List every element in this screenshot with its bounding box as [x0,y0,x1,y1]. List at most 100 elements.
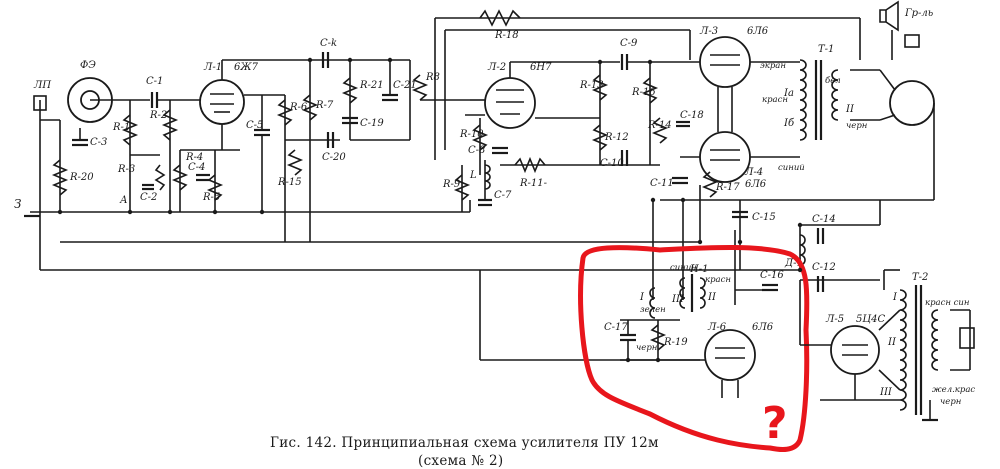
label-l6: Л-6 [707,322,727,333]
label-krasn2: красн [705,275,731,285]
label-l6-type: 6Л6 [752,322,774,333]
label-ground: З [14,197,21,211]
label-chern3: черн [940,397,961,407]
label-c4: С-4 [188,162,205,173]
label-krasn: красн [762,95,788,105]
label-r21: R-21 [359,80,384,91]
label-l1: Л-1 [203,62,222,73]
label-l2: Л-2 [487,62,506,73]
resistor-r5 [206,174,224,201]
question-mark: ? [762,398,788,449]
t1-primary [799,59,807,141]
resistor-r17 [701,171,719,198]
resistor-r14 [651,117,669,144]
label-r6: R-6 [289,102,308,113]
caption-line-1: Гис. 142. Принципиальная схема усилителя… [270,435,659,451]
t2-secondary [899,289,907,411]
t2-primary [931,309,939,371]
resistor-r11 [514,156,546,174]
label-ekran: экран [760,61,786,71]
resistor-r21 [341,77,359,104]
label-t2-w2: II [887,337,897,348]
label-krasn-sin: красн син [925,298,969,308]
label-c7: С-7 [494,190,512,201]
tube-l6 [704,329,756,381]
label-l4-type: 6Л6 [745,179,767,190]
resistor-r18 [479,9,521,27]
resistor-r10 [471,124,489,151]
l5-to-t2-2 [878,369,901,391]
t1-secondary [831,69,839,121]
label-n1-w3: II [707,292,717,303]
label-r14: R-14 [647,120,672,131]
label-t2: Т-2 [912,272,928,283]
red-highlight-outline [578,245,810,453]
label-n1-w2: III [671,294,685,305]
resistor-r1 [121,114,139,146]
label-c16: С-16 [760,270,784,281]
label-r12: R-12 [604,132,629,143]
label-r17: R-17 [715,182,740,193]
label-t2-w1: I [892,292,898,303]
label-c8: С-8 [468,145,485,156]
tube-l3 [699,36,751,88]
label-t2-w3: III [879,387,893,398]
label-r4: R-4 [185,152,203,163]
resistor-r8 [411,74,429,101]
label-c9: С-9 [620,38,638,49]
fuse [959,327,975,349]
label-fe: ФЭ [80,60,96,71]
label-siniy2: синий [670,263,697,273]
label-c14: С-14 [812,214,836,225]
speaker-connector [889,80,935,126]
n1-winding-1 [649,287,656,319]
label-c11: С-11 [650,178,674,189]
connector-pin-2 [879,114,896,121]
resistor-r20 [51,159,69,196]
l5-to-t2 [878,309,901,331]
label-c12: С-12 [812,262,836,273]
label-r3: R-3 [117,164,135,175]
label-r15: R-15 [277,177,302,188]
label-l5: Л-5 [825,314,844,325]
connector-pin-1 [879,69,896,91]
resistor-r19 [649,324,667,351]
label-c1: С-1 [146,76,163,87]
label-r9: R-9 [442,179,461,190]
tube-l5 [830,325,880,375]
label-zhel-kras: жел.крас [932,385,975,395]
label-l1-type: 6Ж7 [234,62,259,73]
n1-winding-3 [679,277,686,309]
label-n1: Н-1 [689,264,708,275]
resistor-r2 [161,109,179,141]
label-bel: бел [825,75,841,86]
label-c17: С-17 [604,322,628,333]
inductor-l [484,164,491,190]
label-r10: R-10 [459,129,484,140]
label-siniy: синий [778,163,805,173]
resistor-r3 [154,164,166,191]
label-c18: С-18 [680,110,704,121]
label-r8: R8 [425,72,440,83]
resistor-r13 [591,74,609,101]
label-chern2: черн [636,343,657,353]
label-c19: С-19 [360,118,384,129]
label-r19: R-19 [663,337,688,348]
label-c20: С-20 [322,152,346,163]
tube-l2 [484,77,536,129]
resistor-r6 [276,99,294,126]
label-l3: Л-3 [699,26,718,37]
label-c3: С-3 [90,137,107,148]
label-l3-type: 6Л6 [747,26,769,37]
label-l5-type: 5Ц4С [856,314,885,325]
label-r2: R-2 [149,110,167,121]
resistor-r12 [591,124,609,151]
label-w1a: Iа [783,88,794,99]
resistor-r7 [301,94,319,121]
choke-d1 [799,234,806,266]
label-a: А [119,195,128,206]
label-r20: R-20 [69,172,94,183]
n1-winding-2 [699,277,706,309]
resistor-r9 [453,174,471,201]
